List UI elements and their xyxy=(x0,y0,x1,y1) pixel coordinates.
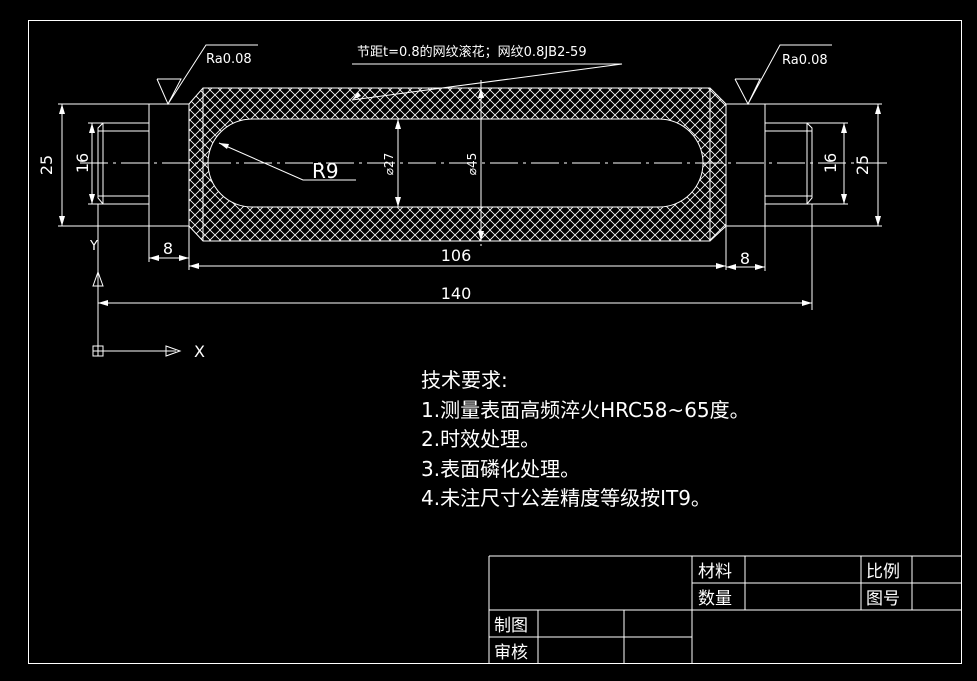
tech-item: 2.时效处理。 xyxy=(421,427,541,451)
dim-body-diameter: ⌀45 xyxy=(465,153,479,176)
ucs-x-label: X xyxy=(194,342,205,361)
body-edges xyxy=(202,88,711,241)
title-material: 材料 xyxy=(698,562,732,582)
title-drawn: 制图 xyxy=(494,616,528,636)
roughness-symbol-right xyxy=(734,44,832,106)
knurled-body xyxy=(188,87,727,242)
title-drawing-no: 图号 xyxy=(866,589,900,609)
tech-item: 1.测量表面高频淬火HRC58~65度。 xyxy=(421,397,750,422)
left-shoulder xyxy=(148,103,189,227)
dim-left-outer: 25 xyxy=(37,155,56,175)
ucs-icon xyxy=(92,270,182,357)
dim-right-inner: 16 xyxy=(821,153,840,173)
dim-shoulder-left: 8 xyxy=(163,239,173,258)
dim-radius: R9 xyxy=(312,159,339,183)
knurl-note: 节距t=0.8的网纹滚花；网纹0.8JB2-59 xyxy=(357,44,587,60)
dim-slot-diameter: ⌀27 xyxy=(382,153,396,176)
part-outline xyxy=(80,80,890,246)
tech-item: 3.表面磷化处理。 xyxy=(421,456,581,481)
dimension-lines xyxy=(58,63,882,310)
right-shoulder xyxy=(726,103,766,227)
roughness-left-label: Ra0.08 xyxy=(206,52,252,67)
tech-title: 技术要求: xyxy=(421,368,508,392)
title-block xyxy=(488,555,961,663)
drawing-border xyxy=(28,20,962,664)
dim-body-length: 106 xyxy=(441,246,472,265)
title-checked: 审核 xyxy=(494,643,528,663)
tech-item: 4.未注尺寸公差精度等级按IT9。 xyxy=(421,486,711,510)
roughness-symbol-left xyxy=(156,44,258,106)
ucs-y-label: Y xyxy=(89,239,98,254)
dim-right-outer: 25 xyxy=(853,155,872,175)
dim-left-inner: 16 xyxy=(73,153,92,173)
title-quantity: 数量 xyxy=(698,589,732,609)
left-thread-root xyxy=(98,130,149,197)
right-thread-root xyxy=(765,130,812,197)
dim-overall: 140 xyxy=(441,284,472,303)
title-scale: 比例 xyxy=(866,562,900,582)
roughness-right-label: Ra0.08 xyxy=(782,53,828,68)
technical-requirements: 技术要求: 1.测量表面高频淬火HRC58~65度。 2.时效处理。 3.表面磷… xyxy=(421,366,750,514)
dim-shoulder-right: 8 xyxy=(740,249,750,268)
